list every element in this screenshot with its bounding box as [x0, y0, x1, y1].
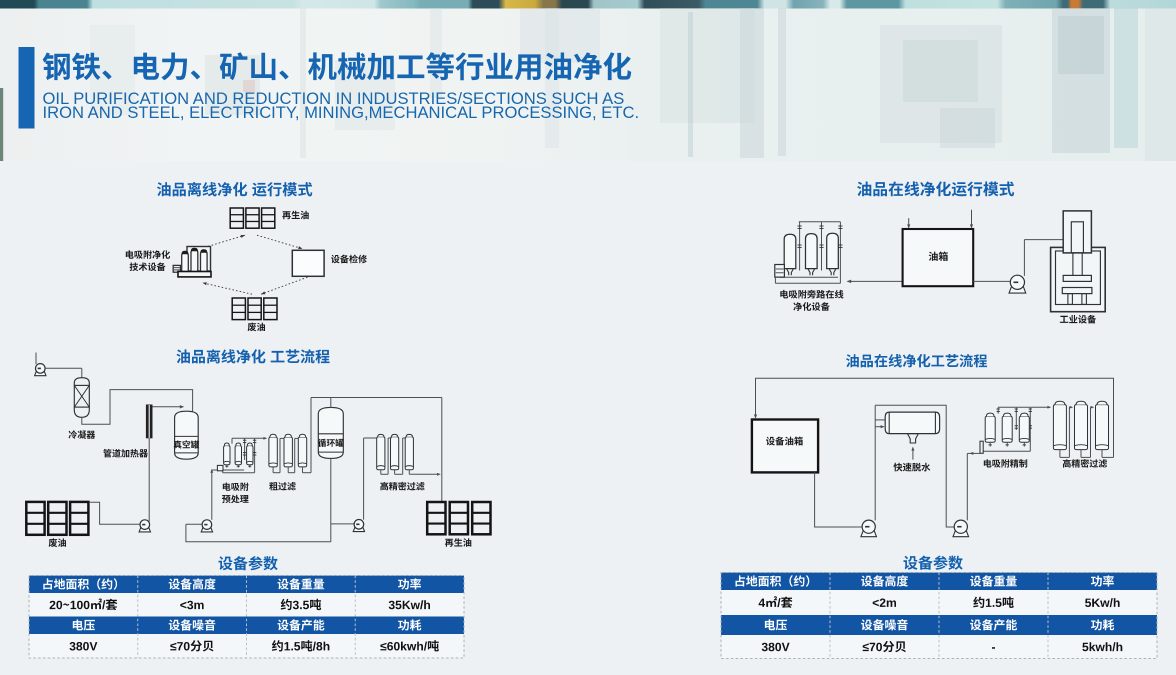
svg-text:IRON AND STEEL, ELECTRICITY, M: IRON AND STEEL, ELECTRICITY, MINING,MECH…: [43, 103, 640, 122]
svg-text:OIL PURIFICATION AND REDUCTION: OIL PURIFICATION AND REDUCTION IN INDUST…: [43, 89, 625, 108]
